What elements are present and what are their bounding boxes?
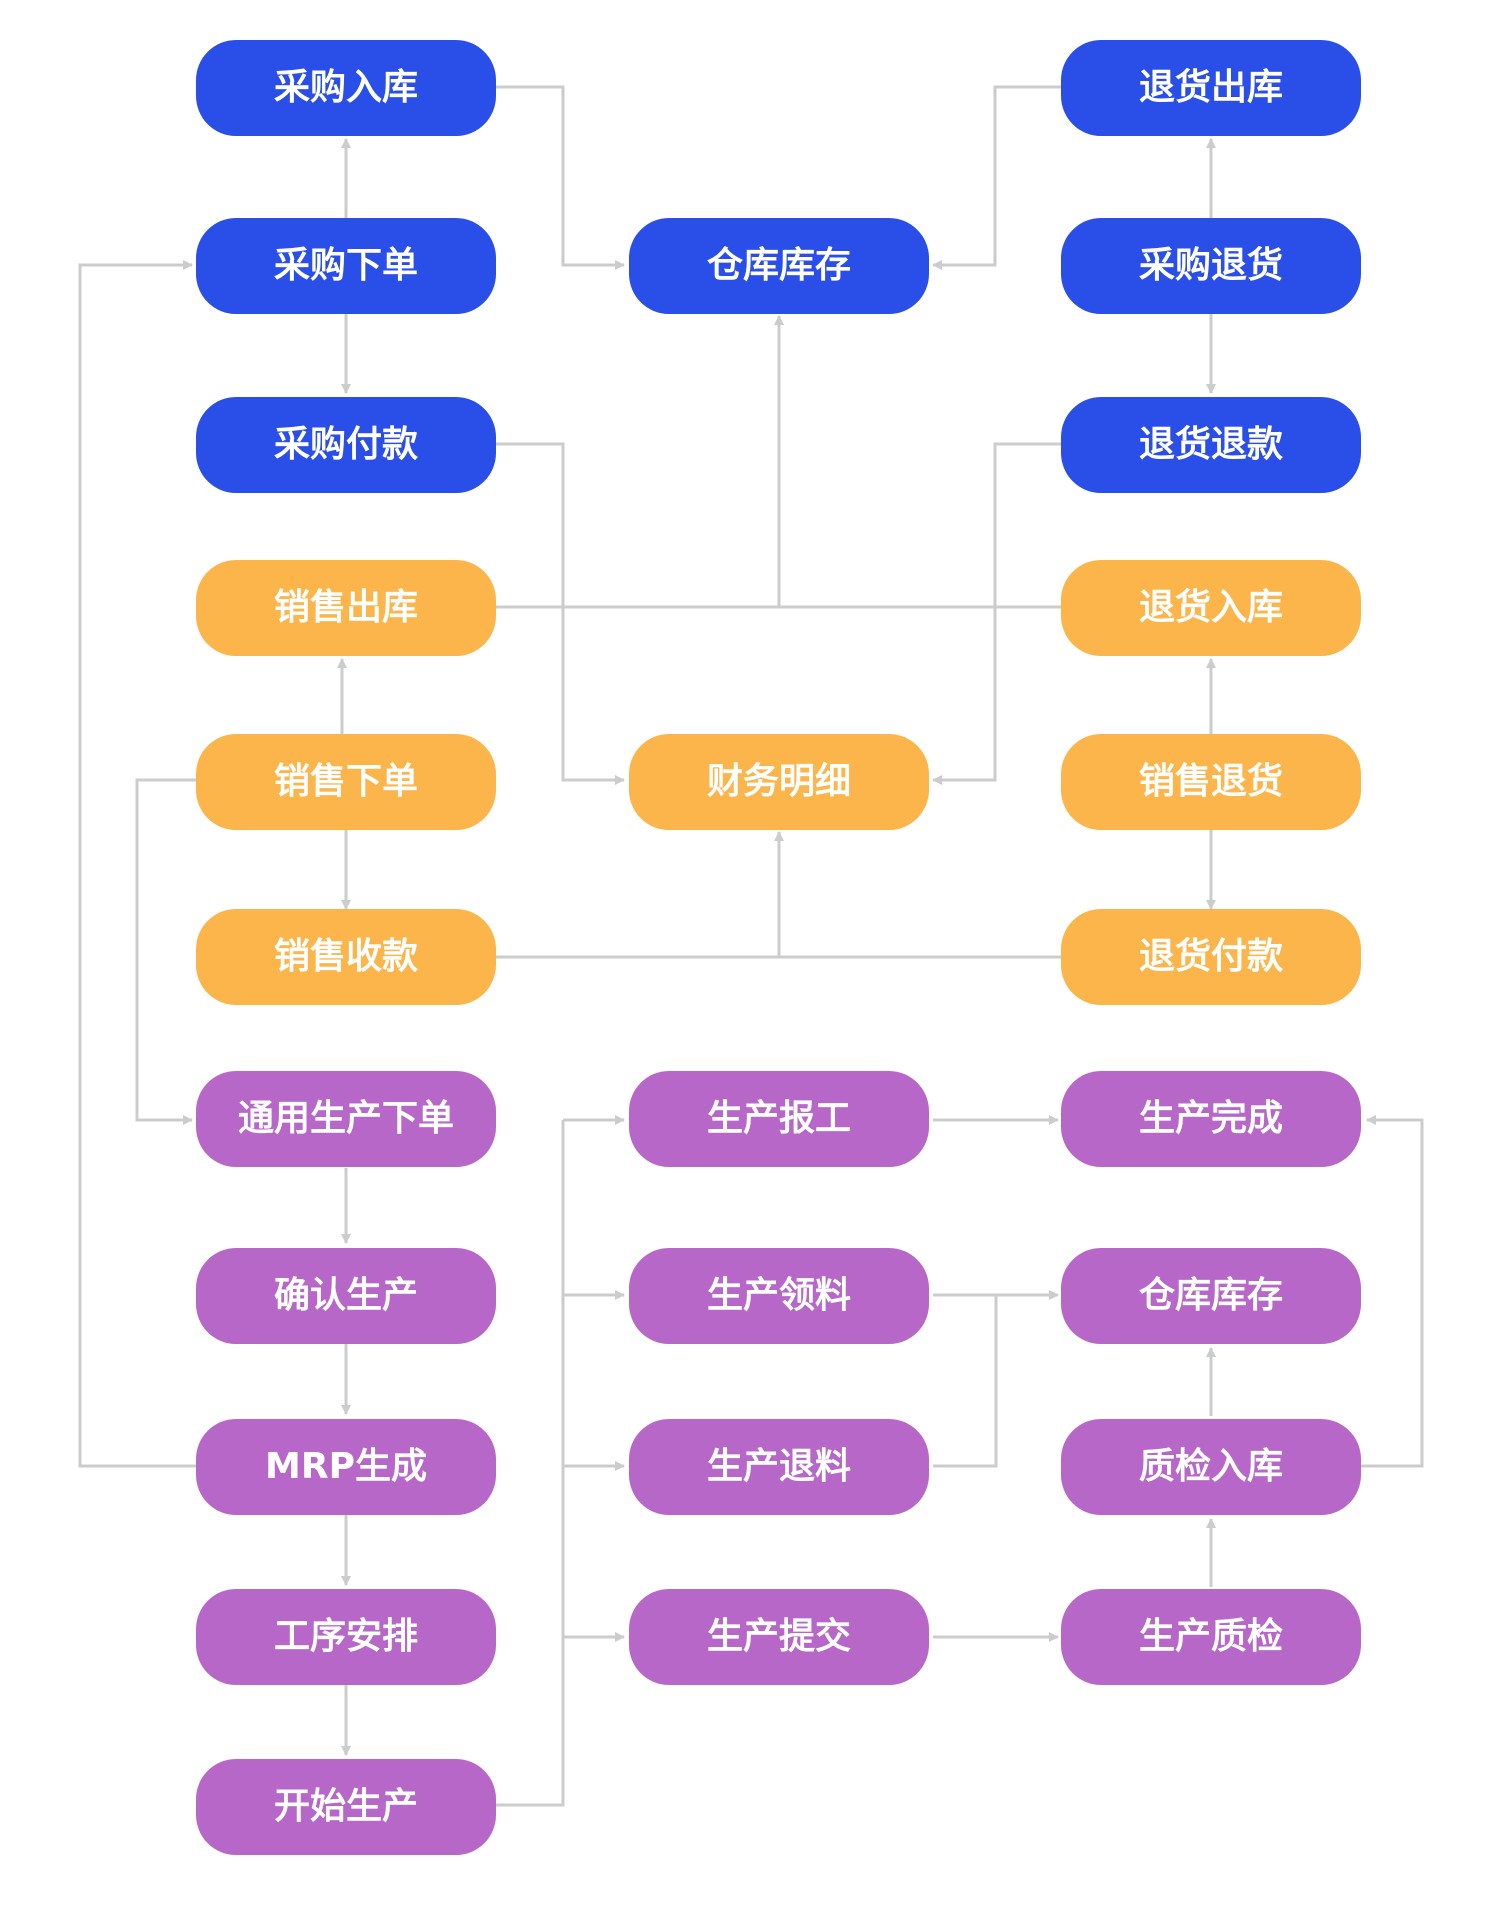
node-box <box>196 734 496 830</box>
connector-start-production-trunk <box>496 1120 565 1807</box>
node-label: 采购下单 <box>274 245 418 286</box>
node-purchase-return: 采购退货 <box>1061 218 1361 314</box>
node-label: 生产退料 <box>707 1446 851 1487</box>
node-box <box>1061 1419 1361 1515</box>
node-sales-order: 销售下单 <box>196 734 496 830</box>
connector-sales-order-to-production-order <box>135 778 196 1125</box>
node-box <box>196 397 496 493</box>
node-label: 生产完成 <box>1139 1098 1283 1139</box>
node-box <box>196 1071 496 1167</box>
node-box <box>629 1589 929 1685</box>
node-process-schedule: 工序安排 <box>196 1589 496 1685</box>
node-finance-detail: 财务明细 <box>629 734 929 830</box>
node-production-material-pick: 生产领料 <box>629 1248 929 1344</box>
node-sales-collection: 销售收款 <box>196 909 496 1005</box>
connector-mrp-to-purchase-order <box>78 260 196 1468</box>
node-mrp-generate: MRP生成 <box>196 1419 496 1515</box>
node-label: 采购入库 <box>274 67 418 108</box>
connector-stock-out-to-warehouse <box>932 85 1061 270</box>
node-label: 仓库库存 <box>707 245 851 286</box>
node-warehouse-inventory-top: 仓库库存 <box>629 218 929 314</box>
node-label: 仓库库存 <box>1139 1275 1283 1316</box>
node-box <box>1061 1248 1361 1344</box>
node-start-production: 开始生产 <box>196 1759 496 1855</box>
node-label: 确认生产 <box>274 1275 418 1316</box>
node-box <box>1061 909 1361 1005</box>
connector-material-return-to-warehouse <box>933 1295 998 1468</box>
node-label: 退货付款 <box>1139 936 1283 977</box>
node-production-submit: 生产提交 <box>629 1589 929 1685</box>
node-label: 工序安排 <box>274 1616 418 1657</box>
nodes: 采购入库采购下单采购付款仓库库存退货出库采购退货退货退款销售出库销售下单销售收款… <box>196 40 1361 1855</box>
node-sales-return: 销售退货 <box>1061 734 1361 830</box>
node-label: 财务明细 <box>707 761 851 802</box>
node-label: 采购退货 <box>1139 245 1283 286</box>
node-box <box>196 1589 496 1685</box>
connectors <box>78 85 1424 1807</box>
node-box <box>196 218 496 314</box>
node-label: 销售收款 <box>274 936 418 977</box>
node-label: 退货出库 <box>1139 67 1283 108</box>
node-box <box>196 909 496 1005</box>
node-label: 销售下单 <box>274 761 418 802</box>
node-box <box>629 1071 929 1167</box>
node-label: 开始生产 <box>274 1786 418 1827</box>
node-qc-stock-in: 质检入库 <box>1061 1419 1361 1515</box>
node-label: 销售退货 <box>1139 761 1283 802</box>
node-purchase-stock-in: 采购入库 <box>196 40 496 136</box>
node-box <box>196 1248 496 1344</box>
node-sales-stock-out: 销售出库 <box>196 560 496 656</box>
node-label: 退货退款 <box>1139 424 1283 465</box>
node-label: 生产领料 <box>707 1275 851 1316</box>
node-box <box>629 1248 929 1344</box>
connector-qc-stock-in-to-complete <box>1361 1115 1424 1468</box>
node-purchase-payment: 采购付款 <box>196 397 496 493</box>
connector-payment-to-finance <box>496 442 625 785</box>
node-box <box>196 40 496 136</box>
node-production-material-return: 生产退料 <box>629 1419 929 1515</box>
node-label: 退货入库 <box>1139 587 1283 628</box>
node-return-refund: 退货退款 <box>1061 397 1361 493</box>
node-warehouse-inventory-bottom: 仓库库存 <box>1061 1248 1361 1344</box>
node-purchase-order: 采购下单 <box>196 218 496 314</box>
connector-refund-to-finance <box>932 442 1061 785</box>
node-return-stock-out: 退货出库 <box>1061 40 1361 136</box>
node-box <box>1061 397 1361 493</box>
node-confirm-production: 确认生产 <box>196 1248 496 1344</box>
node-production-qc: 生产质检 <box>1061 1589 1361 1685</box>
node-box <box>629 734 929 830</box>
connector-stock-in-to-warehouse <box>496 85 625 270</box>
node-box <box>1061 218 1361 314</box>
node-general-production-order: 通用生产下单 <box>196 1071 496 1167</box>
node-box <box>1061 734 1361 830</box>
node-label: 生产报工 <box>707 1098 851 1139</box>
node-label: 质检入库 <box>1139 1446 1283 1487</box>
node-box <box>629 218 929 314</box>
node-label: 生产质检 <box>1139 1616 1283 1657</box>
node-label: 生产提交 <box>707 1615 851 1657</box>
node-label: 销售出库 <box>274 587 418 628</box>
node-label: MRP生成 <box>265 1446 427 1487</box>
node-box <box>1061 560 1361 656</box>
node-box <box>1061 1589 1361 1685</box>
node-box <box>629 1419 929 1515</box>
node-production-report: 生产报工 <box>629 1071 929 1167</box>
node-return-payment: 退货付款 <box>1061 909 1361 1005</box>
node-return-stock-in: 退货入库 <box>1061 560 1361 656</box>
node-label: 通用生产下单 <box>238 1098 454 1139</box>
node-box <box>196 1759 496 1855</box>
node-box <box>196 560 496 656</box>
node-box <box>1061 1071 1361 1167</box>
node-box <box>196 1419 496 1515</box>
node-label: 采购付款 <box>274 424 418 465</box>
node-production-complete: 生产完成 <box>1061 1071 1361 1167</box>
node-box <box>1061 40 1361 136</box>
